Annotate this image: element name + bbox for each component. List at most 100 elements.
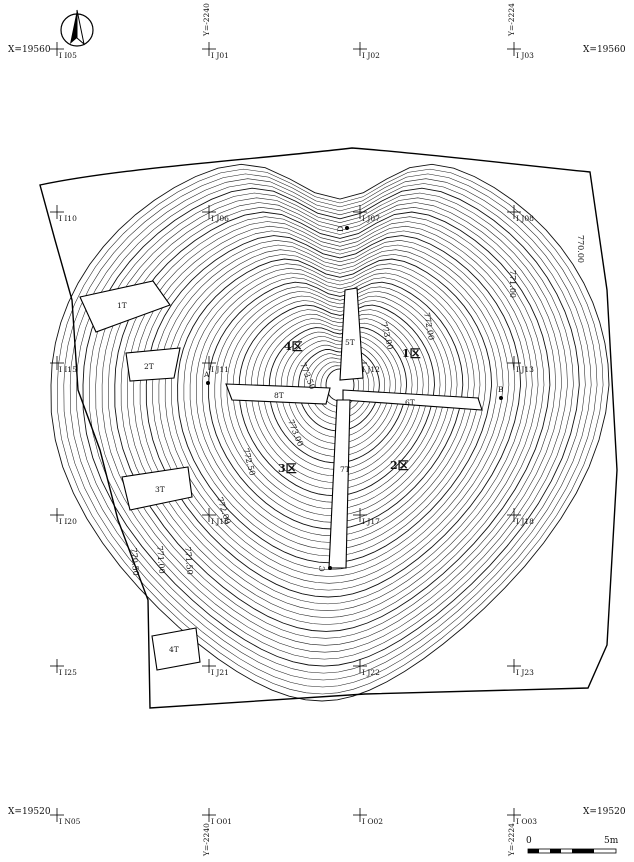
grid-point-j02: I J02	[353, 42, 380, 60]
contour-line	[208, 281, 464, 530]
trench-1T	[79, 280, 171, 333]
trenches: 1T 2T 3T 4T 5T 6T 7T 8T	[79, 280, 483, 671]
grid-label-j11: I J11	[211, 365, 229, 374]
grid-point-i25: I I25	[50, 659, 77, 677]
coord-y-bottom-left: Y=-2240	[202, 823, 211, 857]
contour-line	[214, 286, 458, 523]
trench-label-1T: 1T	[117, 301, 127, 310]
coord-x-bottom-left: X=19520	[8, 807, 51, 817]
coord-x-top-right: X=19560	[583, 45, 626, 55]
contour-line	[268, 327, 408, 464]
trench-4T	[151, 627, 201, 671]
coord-y-bottom-right: Y=-2224	[507, 823, 516, 857]
contour-line	[177, 258, 493, 564]
contour-line	[202, 277, 469, 537]
coord-x-bottom-right: X=19520	[583, 807, 626, 817]
coord-x-top-left: X=19560	[8, 45, 51, 55]
contour-label-773-50: 773.50	[298, 361, 317, 390]
contour-line	[50, 163, 610, 702]
grid-point-j17: I J17	[353, 508, 380, 526]
contour-line	[292, 344, 385, 438]
zone-label-2: 2区	[390, 459, 409, 472]
contour-line	[89, 192, 574, 660]
grid-label-j08: I J08	[516, 214, 534, 223]
grid-point-o03: I O03	[507, 808, 537, 826]
trench-label-5T: 5T	[345, 338, 355, 347]
grid-label-j02: I J02	[362, 51, 380, 60]
contour-label-773-00: 773.00	[286, 418, 305, 447]
grid-label-j21: I J21	[211, 668, 229, 677]
trench-label-6T: 6T	[405, 398, 415, 407]
trench-2T	[125, 347, 181, 382]
trench-label-2T: 2T	[144, 362, 154, 371]
contour-line	[274, 331, 402, 457]
contour-line	[57, 168, 604, 695]
grid-label-i15: I I15	[59, 365, 77, 374]
grid-label-j22: I J22	[362, 668, 380, 677]
grid-label-n05: I N05	[59, 817, 81, 826]
contour-line	[69, 178, 592, 681]
trench-3T	[121, 466, 193, 511]
trench-7T	[328, 399, 351, 569]
contour-line	[189, 268, 481, 550]
grid-point-j13: I J13	[507, 356, 534, 374]
contour-line	[108, 207, 556, 639]
contour-lines	[50, 163, 610, 702]
grid-label-j03: I J03	[516, 51, 534, 60]
contour-label-771-00: 771.00	[155, 545, 166, 574]
contour-line	[76, 183, 586, 674]
contour-line	[120, 216, 545, 625]
zone-label-4: 4区	[284, 340, 303, 353]
trench-label-7T: 7T	[340, 465, 350, 474]
grid-label-i16: I J16	[211, 517, 229, 526]
contour-line	[152, 240, 516, 591]
point-label-D: D	[336, 226, 345, 232]
north-arrow-icon	[60, 9, 94, 47]
point-label-A: A	[203, 370, 210, 379]
coord-y-top-right: Y=-2224	[507, 3, 516, 37]
contour-line	[183, 263, 487, 557]
trench-label-8T: 8T	[274, 391, 284, 400]
scale-label-end: 5m	[604, 836, 619, 846]
grid-point-j06: I J06	[202, 205, 229, 223]
contour-line	[133, 225, 533, 611]
trench-6T	[342, 389, 483, 411]
grid-point-j03: I J03	[507, 42, 534, 60]
scale-label-start: 0	[526, 836, 532, 846]
grid-label-j23: I J23	[516, 668, 534, 677]
contour-line	[196, 272, 475, 543]
grid-label-j01: I J01	[211, 51, 229, 60]
grid-label-j06: I J06	[211, 214, 229, 223]
coord-y-top-left: Y=-2240	[202, 3, 211, 37]
reference-points: A B C D	[203, 226, 504, 572]
grid-label-i20: I I20	[59, 517, 77, 526]
grid-point-j07: I J07	[353, 205, 380, 223]
survey-boundary	[39, 147, 618, 709]
contour-label-770-00: 770.00	[576, 235, 585, 263]
contour-line	[82, 187, 580, 667]
grid-label-j13: I J13	[516, 365, 534, 374]
grid-point-j11: I J11	[202, 356, 229, 374]
contour-line	[158, 244, 510, 584]
trench-8T	[225, 383, 331, 405]
contour-line	[95, 197, 568, 653]
contour-label-771-50: 771.50	[183, 546, 194, 575]
contour-line	[101, 202, 562, 646]
grid-label-i05: I I05	[59, 51, 77, 60]
grid-point-j22: I J22	[353, 659, 380, 677]
contour-line	[280, 336, 396, 451]
grid-point-o02: I O02	[353, 808, 383, 826]
grid-label-j18: I J18	[516, 517, 534, 526]
grid-label-o01: I O01	[211, 817, 232, 826]
contour-line	[145, 235, 522, 598]
contour-line	[286, 340, 391, 444]
grid-label-o03: I O03	[516, 817, 537, 826]
grid-point-j01: I J01	[202, 42, 229, 60]
grid-point-n05: I N05	[50, 808, 81, 826]
contour-label-772-50: 772.50	[241, 447, 257, 476]
trench-label-4T: 4T	[169, 645, 179, 654]
contour-label-771-00-right: 771.00	[508, 270, 517, 298]
contour-line	[63, 173, 598, 688]
